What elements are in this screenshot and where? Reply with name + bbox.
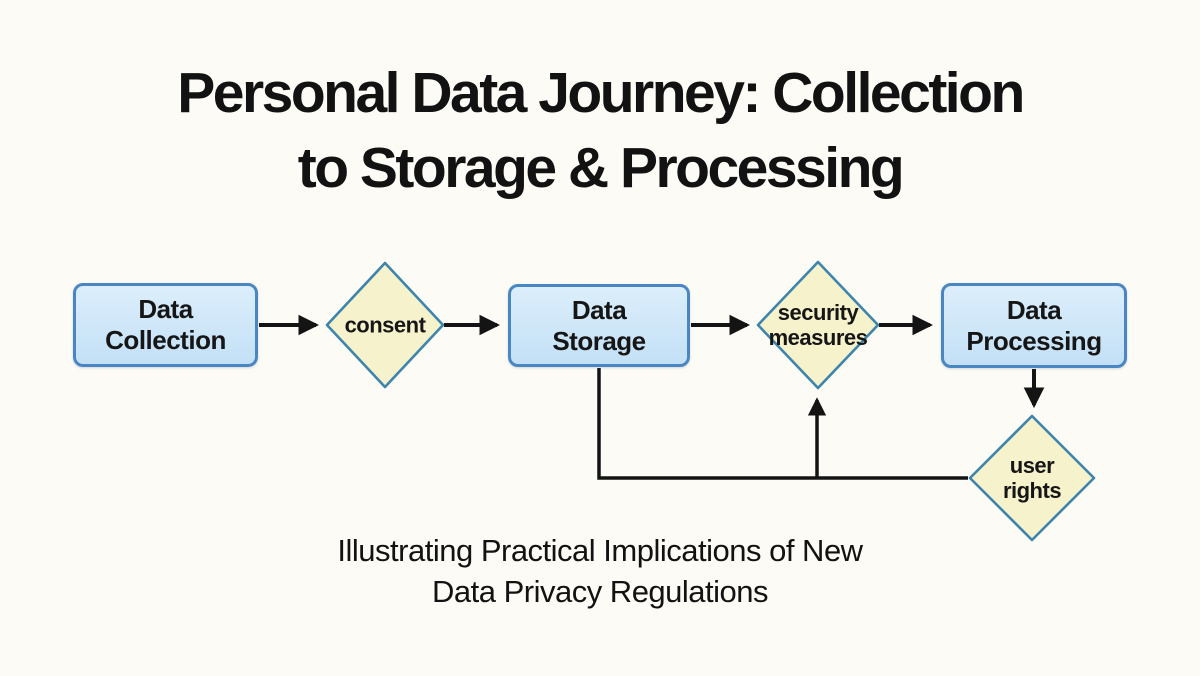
node-data-processing-label: Data Processing xyxy=(966,294,1102,356)
page-title: Personal Data Journey: Collection to Sto… xyxy=(0,56,1200,206)
node-data-storage: Data Storage xyxy=(508,284,690,367)
node-data-collection-label: Data Collection xyxy=(105,294,226,355)
node-data-collection: Data Collection xyxy=(73,283,258,367)
node-security-measures-label: security measures xyxy=(768,300,868,350)
page-title-line1: Personal Data Journey: Collection xyxy=(177,61,1025,125)
node-user-rights-label: user rights xyxy=(1002,453,1062,503)
diamond-consent xyxy=(325,261,445,389)
edge-storage-user-rights-rail xyxy=(597,368,968,480)
caption: Illustrating Practical Implications of N… xyxy=(0,530,1200,612)
caption-line2: Data Privacy Regulations xyxy=(431,574,769,609)
node-data-processing: Data Processing xyxy=(941,283,1127,368)
caption-line1: Illustrating Practical Implications of N… xyxy=(337,533,863,568)
page-title-line2: to Storage & Processing xyxy=(297,136,905,200)
diamond-security-measures xyxy=(756,260,880,390)
diamond-user-rights xyxy=(968,414,1096,542)
node-consent-label: consent xyxy=(344,312,426,338)
node-data-storage-label: Data Storage xyxy=(552,294,646,356)
